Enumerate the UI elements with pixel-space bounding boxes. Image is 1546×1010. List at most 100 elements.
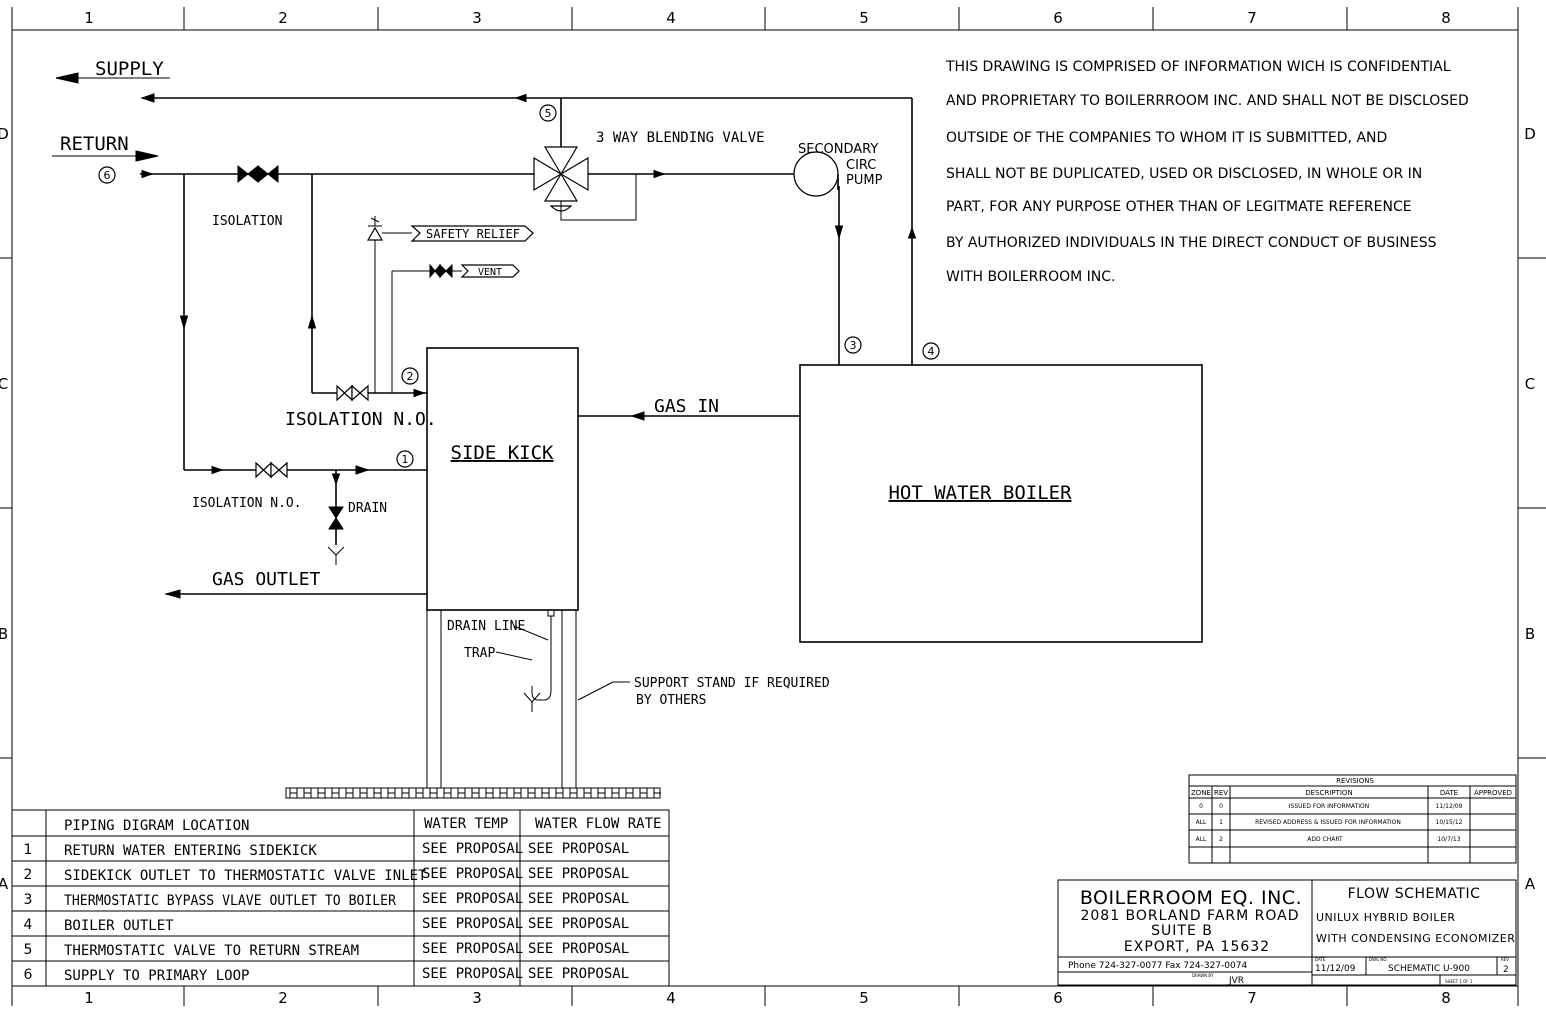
dwg-no-label: DWG NO. [1369, 957, 1388, 962]
base-plate-hatch [289, 788, 661, 798]
drawing-subtitle: UNILUX HYBRID BOILER [1316, 911, 1456, 924]
row-label-right: B [1525, 625, 1535, 643]
marker-2-label: 2 [407, 370, 414, 383]
marker-3 [844, 336, 862, 354]
table-header: WATER FLOW RATE [535, 816, 661, 832]
drawn-by-label: DRAWN BY [1192, 973, 1214, 978]
title-block: BOILERROOM EQ. INC. 2081 BORLAND FARM RO… [1057, 879, 1517, 986]
col-label-bottom: 7 [1247, 989, 1257, 1007]
row-temp: SEE PROPOSAL [422, 891, 523, 907]
row-temp: SEE PROPOSAL [422, 841, 523, 857]
arrow-icon [164, 589, 181, 599]
boiler-label: HOT WATER BOILER [888, 482, 1072, 504]
table-row: 2 SIDEKICK OUTLET TO THERMOSTATIC VALVE … [24, 866, 630, 884]
rev-label: REV [1501, 957, 1509, 962]
arrow-icon [140, 93, 155, 103]
company-address: SUITE B [1151, 923, 1213, 939]
date-label: DATE [1315, 957, 1326, 962]
supply-arrow-icon [55, 72, 79, 84]
notice-line: AND PROPRIETARY TO BOILERRROOM INC. AND … [946, 93, 1469, 109]
arrow-icon [307, 314, 317, 329]
notice-line: WITH BOILERROOM INC. [946, 269, 1116, 285]
arrow-icon [141, 169, 154, 179]
company-address: EXPORT, PA 15632 [1124, 939, 1270, 955]
revision-cell: REVISED ADDRESS & ISSUED FOR INFORMATION [1255, 819, 1401, 826]
support-label: SUPPORT STAND IF REQUIRED [634, 676, 830, 691]
drain-line-label: DRAIN LINE [447, 619, 525, 634]
row-number: 2 [24, 867, 33, 883]
circ-pump-icon [793, 151, 839, 197]
marker-3-label: 3 [850, 339, 857, 352]
marker-6-label: 6 [104, 169, 111, 182]
pump-label: PUMP [846, 173, 883, 188]
row-location: SIDEKICK OUTLET TO THERMOSTATIC VALVE IN… [64, 868, 427, 884]
revision-cell: 11/12/09 [1436, 803, 1463, 810]
table-row: 6 SUPPLY TO PRIMARY LOOP SEE PROPOSAL SE… [24, 966, 630, 984]
row-number: 3 [24, 892, 33, 908]
revision-cell: 2 [1219, 836, 1223, 843]
drawn-by: JVR [1228, 976, 1244, 986]
row-label-left: C [0, 375, 8, 393]
revisions-header: DESCRIPTION [1305, 789, 1352, 797]
row-location: THERMOSTATIC BYPASS VLAVE OUTLET TO BOIL… [64, 893, 397, 909]
isolation-label: ISOLATION [212, 214, 282, 229]
row-label-left: D [0, 125, 9, 143]
col-label-bottom: 6 [1053, 989, 1063, 1007]
col-label-top: 5 [859, 9, 869, 27]
table-row: 1 RETURN WATER ENTERING SIDEKICK SEE PRO… [24, 841, 630, 859]
col-label-top: 3 [472, 9, 482, 27]
gas-in-label: GAS IN [654, 396, 719, 417]
drawing-title: FLOW SCHEMATIC [1348, 886, 1481, 902]
piping-table: PIPING DIGRAM LOCATION WATER TEMP WATER … [11, 809, 670, 987]
notice-line: THIS DRAWING IS COMPRISED OF INFORMATION… [945, 59, 1451, 75]
marker-4-label: 4 [928, 345, 935, 358]
revision-cell: ISSUED FOR INFORMATION [1289, 803, 1369, 810]
revision-cell: 10/7/13 [1437, 836, 1460, 843]
col-label-top: 2 [278, 9, 288, 27]
col-label-bottom: 1 [84, 989, 94, 1007]
revision-cell: 0 [1199, 803, 1203, 810]
row-label-right: C [1525, 375, 1535, 393]
row-number: 6 [24, 967, 33, 983]
support-label: BY OTHERS [636, 693, 706, 708]
row-location: SUPPLY TO PRIMARY LOOP [64, 968, 249, 984]
piping [140, 93, 917, 599]
revision-cell: 10/15/12 [1436, 819, 1463, 826]
arrow-icon [211, 465, 224, 475]
isolation-no-label: ISOLATION N.O. [285, 409, 437, 430]
revisions-title: REVISIONS [1336, 777, 1374, 785]
arrow-icon [179, 315, 189, 330]
isolation-valve-icon [237, 164, 259, 184]
trap-icon [531, 616, 552, 701]
marker-5-label: 5 [545, 107, 552, 120]
revision-number: 2 [1503, 965, 1509, 975]
drain-label: DRAIN [348, 501, 387, 516]
revisions-header: ZONE [1191, 789, 1211, 797]
table-row: 3 THERMOSTATIC BYPASS VLAVE OUTLET TO BO… [24, 891, 630, 909]
notice-line: SHALL NOT BE DUPLICATED, USED OR DISCLOS… [946, 166, 1422, 182]
row-flow: SEE PROPOSAL [528, 916, 629, 932]
confidentiality-notice: THIS DRAWING IS COMPRISED OF INFORMATION… [945, 59, 1469, 285]
isolation-valve-icon [336, 384, 353, 402]
isolation-no-label: ISOLATION N.O. [192, 496, 302, 511]
col-label-top: 7 [1247, 9, 1257, 27]
drawing-number: SCHEMATIC U-900 [1388, 964, 1470, 974]
drain-valve-icon [328, 506, 344, 530]
row-flow: SEE PROPOSAL [528, 866, 629, 882]
col-label-bottom: 2 [278, 989, 288, 1007]
col-label-bottom: 4 [666, 989, 676, 1007]
marker-5 [539, 104, 557, 122]
marker-2 [401, 367, 419, 385]
safety-relief-label: SAFETY RELIEF [426, 227, 520, 241]
row-flow: SEE PROPOSAL [528, 841, 629, 857]
table-row: 5 THERMOSTATIC VALVE TO RETURN STREAM SE… [24, 941, 630, 959]
return-arrow-icon [135, 150, 159, 162]
notice-line: BY AUTHORIZED INDIVIDUALS IN THE DIRECT … [946, 235, 1437, 251]
revision-cell: ADD CHART [1307, 836, 1343, 843]
hot-water-boiler: HOT WATER BOILER [799, 364, 1203, 643]
pump-label: SECONDARY [798, 142, 878, 157]
revision-cell: ALL [1196, 819, 1207, 826]
row-label-right: D [1524, 125, 1536, 143]
arrow-icon [653, 169, 666, 179]
three-way-valve-icon [533, 156, 563, 192]
